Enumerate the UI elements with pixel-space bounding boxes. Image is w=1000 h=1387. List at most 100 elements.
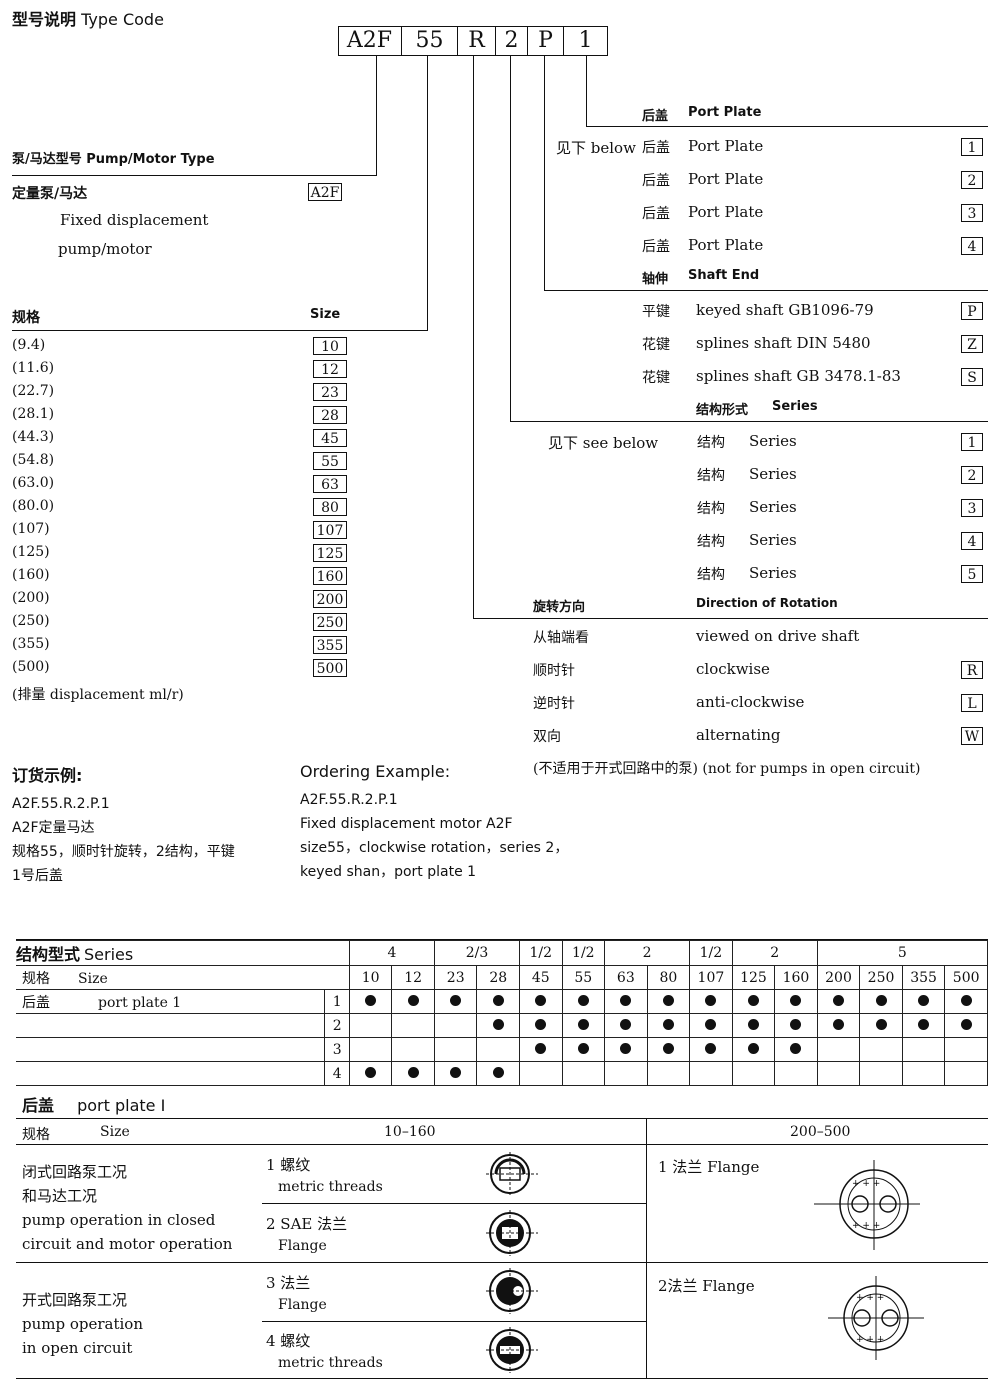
option-code-box: 4 bbox=[961, 532, 983, 550]
code-cell-rotation: R bbox=[458, 26, 496, 56]
availability-cell bbox=[731, 1061, 776, 1086]
availability-dot bbox=[960, 994, 972, 1006]
code-cell-size: 55 bbox=[402, 26, 458, 56]
list-item-en: anti-clockwise bbox=[696, 693, 805, 711]
size-displacement: (28.1) bbox=[12, 406, 55, 422]
page-title: 型号说明 Type Code bbox=[12, 6, 164, 30]
availability-cell bbox=[476, 1013, 521, 1038]
list-item-cn: 后盖 bbox=[642, 206, 670, 222]
availability-cell bbox=[901, 1037, 946, 1062]
availability-cell bbox=[391, 989, 435, 1014]
rotation-view-en: viewed on drive shaft bbox=[696, 627, 860, 645]
availability-cell bbox=[476, 1061, 521, 1086]
availability-cell bbox=[731, 989, 776, 1014]
ordering-title-en: Ordering Example: bbox=[300, 762, 451, 781]
svg-text:+ + +: + + + bbox=[856, 1293, 884, 1303]
size-code-box: 500 bbox=[313, 659, 347, 677]
large1-label: 1 法兰 Flange bbox=[658, 1158, 760, 1176]
availability-cell bbox=[433, 1061, 478, 1086]
availability-cell bbox=[901, 1013, 946, 1038]
size-code-box: 28 bbox=[313, 406, 347, 424]
availability-cell bbox=[859, 1037, 903, 1062]
size-displacement: (54.8) bbox=[12, 452, 55, 468]
availability-cell bbox=[774, 1013, 818, 1038]
availability-cell bbox=[604, 989, 648, 1014]
option-code-box: 2 bbox=[961, 171, 983, 189]
port-plate-row-label bbox=[16, 1013, 326, 1038]
availability-dot bbox=[662, 1042, 674, 1054]
row-plate-en: port plate 1 bbox=[98, 994, 182, 1011]
port-plate-4-drawing bbox=[486, 1327, 538, 1373]
ordering-en-line: keyed shan，port plate 1 bbox=[300, 864, 477, 880]
size-displacement: (160) bbox=[12, 567, 50, 583]
port-plate-3-drawing bbox=[486, 1268, 538, 1314]
option-code-box: 4 bbox=[961, 237, 983, 255]
list-item-cn: 平键 bbox=[642, 304, 670, 320]
size-displacement: (250) bbox=[12, 613, 50, 629]
availability-dot bbox=[918, 1018, 930, 1030]
list-item-cn: 后盖 bbox=[642, 239, 670, 255]
availability-dot bbox=[407, 994, 419, 1006]
availability-dot bbox=[705, 994, 717, 1006]
size-displacement: (107) bbox=[12, 521, 50, 537]
ordering-en-line: size55，clockwise rotation，series 2， bbox=[300, 840, 569, 856]
availability-dot bbox=[620, 1042, 632, 1054]
ordering-en-block: A2F.55.R.2.P.1 Fixed displacement motor … bbox=[300, 788, 568, 884]
section-rule bbox=[262, 1321, 646, 1322]
availability-cell bbox=[859, 1013, 903, 1038]
availability-dot bbox=[918, 994, 930, 1006]
size-displacement: (500) bbox=[12, 659, 50, 675]
size-label-en: Size bbox=[310, 307, 341, 322]
size-code-box: 45 bbox=[313, 429, 347, 447]
availability-dot bbox=[365, 994, 377, 1006]
ordering-cn-line: 规格55，顺时针旋转，2结构，平键 bbox=[12, 844, 235, 860]
availability-cell bbox=[348, 989, 393, 1014]
availability-dot bbox=[577, 1042, 589, 1054]
fixed-en-2: pump/motor bbox=[58, 240, 152, 258]
pump-type-label: 泵/马达型号 Pump/Motor Type bbox=[12, 152, 215, 167]
size-displacement: (11.6) bbox=[12, 360, 55, 376]
list-item-en: Port Plate bbox=[688, 236, 764, 254]
list-item-en: keyed shaft GB1096-79 bbox=[696, 301, 874, 319]
connector-line bbox=[544, 56, 545, 291]
size-column-header: 107 bbox=[689, 965, 733, 990]
availability-cell bbox=[348, 1013, 393, 1038]
size-code-box: 10 bbox=[313, 337, 347, 355]
size-code-box: 12 bbox=[313, 360, 347, 378]
availability-dot bbox=[790, 994, 802, 1006]
option-code-box: 3 bbox=[961, 499, 983, 517]
availability-dot bbox=[747, 1042, 759, 1054]
item4-cn: 4 螺纹 bbox=[266, 1332, 311, 1350]
section-rule bbox=[16, 1144, 988, 1145]
size-displacement: (9.4) bbox=[12, 337, 46, 353]
svg-text:+ + +: + + + bbox=[852, 1179, 880, 1189]
port-plate-number: 4 bbox=[324, 1061, 350, 1086]
size-code-box: 107 bbox=[313, 521, 347, 539]
connector-line bbox=[586, 126, 988, 127]
availability-cell bbox=[646, 989, 691, 1014]
availability-dot bbox=[577, 1018, 589, 1030]
list-item-en: Port Plate bbox=[688, 170, 764, 188]
list-item-cn: 顺时针 bbox=[533, 663, 575, 679]
size-displacement: (44.3) bbox=[12, 429, 55, 445]
size-code-box: 160 bbox=[313, 567, 347, 585]
availability-dot bbox=[875, 1018, 887, 1030]
availability-cell bbox=[476, 989, 521, 1014]
option-code-box: 1 bbox=[961, 433, 983, 451]
list-item-en: Port Plate bbox=[688, 137, 764, 155]
availability-cell bbox=[604, 1037, 648, 1062]
availability-cell bbox=[646, 1013, 691, 1038]
item2-en: Flange bbox=[278, 1238, 327, 1254]
connector-line bbox=[473, 618, 988, 619]
ordering-en-line: A2F.55.R.2.P.1 bbox=[300, 792, 398, 808]
port-plate-header-en: Port Plate bbox=[688, 105, 762, 120]
port-plate-2-drawing bbox=[486, 1210, 538, 1256]
option-code-box: Z bbox=[961, 335, 983, 353]
option-code-box: L bbox=[961, 694, 983, 712]
pp-size-en: Size bbox=[100, 1124, 130, 1140]
port-plate-row-label bbox=[16, 1037, 326, 1062]
port-plate-section-title: 后盖 port plate I bbox=[22, 1092, 165, 1116]
availability-cell bbox=[561, 989, 606, 1014]
